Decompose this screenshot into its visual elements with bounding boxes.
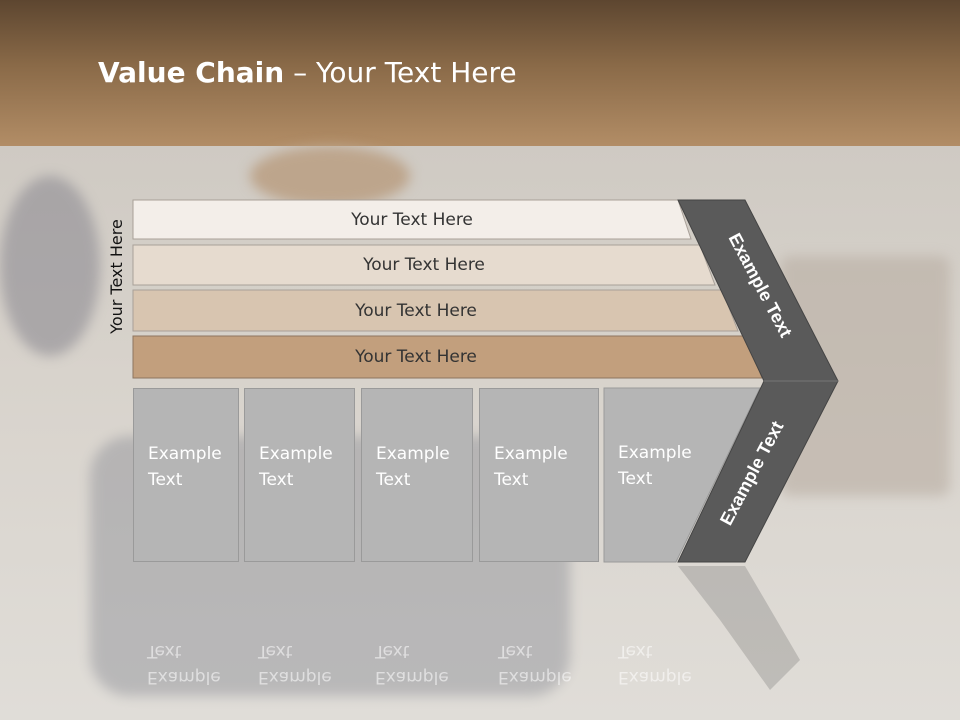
banner-1: Your Text Here (133, 200, 691, 239)
box-4: Example Text (479, 388, 599, 562)
banner-shape-2 (132, 244, 716, 286)
box-5: Example Text (604, 388, 704, 562)
banner-shape-4 (132, 335, 763, 379)
box-2-line1: Example (259, 444, 333, 464)
box-1-line2: Text (148, 470, 183, 490)
header-bar: Value Chain – Your Text Here (0, 0, 960, 146)
banner-2-text: Your Text Here (363, 255, 485, 275)
photo-blur (0, 176, 100, 356)
box-5-line1: Example (618, 443, 692, 463)
box-4-line1: Example (494, 444, 568, 464)
banner-3-text: Your Text Here (355, 300, 477, 321)
box-shape-5 (603, 387, 761, 563)
box-1: Example Text (133, 388, 239, 562)
title-rest: – Your Text Here (284, 56, 517, 89)
box-4-line2: Text (494, 470, 529, 490)
banner-4-text: Your Text Here (355, 347, 477, 367)
banner-shape-1 (132, 199, 692, 240)
chevron-reflection (678, 566, 800, 690)
banner-2: Your Text Here (133, 245, 715, 285)
box-1-line1: Example (148, 444, 222, 464)
box-2-line2: Text (259, 470, 294, 490)
box-3-line2: Text (376, 470, 411, 490)
box-3-line1: Example (376, 444, 450, 464)
title-bold: Value Chain (98, 56, 285, 89)
photo-blur (250, 146, 410, 206)
banner-4: Your Text Here (133, 336, 699, 378)
box-2: Example Text (244, 388, 355, 562)
banner-shape-3 (132, 289, 739, 332)
banner-3: Your Text Here (133, 290, 699, 331)
box-3: Example Text (361, 388, 473, 562)
banner-1-text: Your Text Here (351, 209, 473, 230)
box-5-line2: Text (618, 469, 653, 489)
page-title: Value Chain – Your Text Here (98, 56, 517, 89)
